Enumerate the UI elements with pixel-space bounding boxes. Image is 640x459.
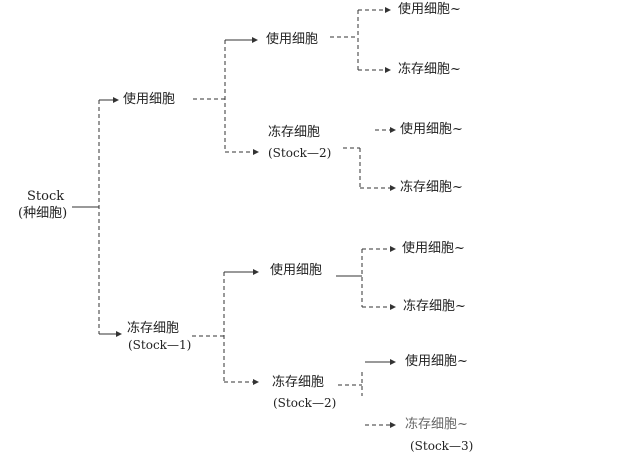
l3-use-cells-4: 使用细胞~ — [405, 354, 468, 369]
l3-frozen-cells-1: 冻存细胞~ — [398, 62, 461, 77]
l2-use-cells-c: 使用细胞 — [270, 263, 323, 278]
l3-use-cells-2: 使用细胞~ — [400, 122, 463, 137]
l2-frozen-stock-d: (Stock—2) — [273, 396, 337, 410]
l3-frozen-cells-4: 冻存细胞~ — [405, 417, 468, 432]
l2-frozen-cells-b: 冻存细胞 — [268, 125, 321, 140]
l1-use-cells: 使用细胞 — [123, 92, 176, 107]
l3-use-cells-1: 使用细胞~ — [398, 2, 461, 17]
l1-frozen-cells: 冻存细胞 — [127, 321, 180, 336]
root-sublabel: (种细胞) — [18, 206, 68, 221]
l3-frozen-cells-2: 冻存细胞~ — [400, 180, 463, 195]
l3-frozen-stock-4: (Stock—3) — [410, 439, 474, 453]
l2-use-cells-a: 使用细胞 — [266, 32, 319, 47]
l2-frozen-cells-d: 冻存细胞 — [272, 375, 325, 390]
l3-frozen-cells-3: 冻存细胞~ — [403, 299, 466, 314]
l1-frozen-stock-label: (Stock—1) — [128, 338, 192, 352]
root-label: Stock — [27, 189, 65, 204]
l2-frozen-stock-b: (Stock—2) — [268, 146, 332, 160]
l3-use-cells-3: 使用细胞~ — [402, 241, 465, 256]
